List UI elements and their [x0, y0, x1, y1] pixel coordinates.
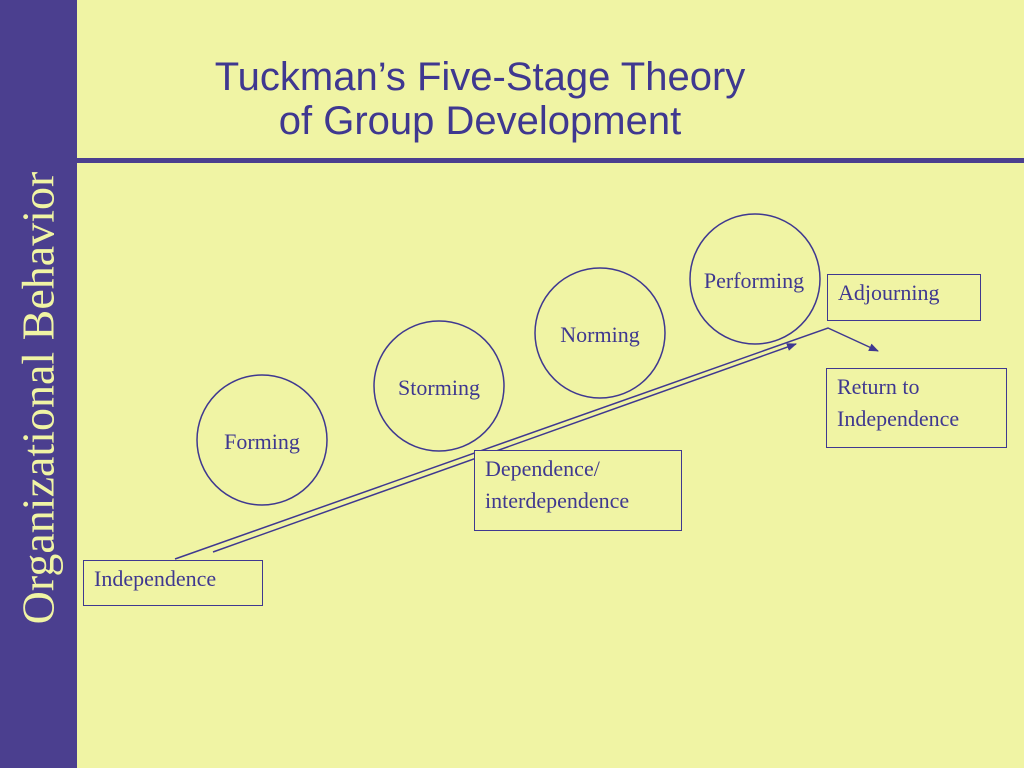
stage-label-storming: Storming: [398, 375, 480, 400]
title-divider: [77, 158, 1024, 163]
stage-circle-storming: [373, 320, 505, 452]
dependence-label-line-2: interdependence: [485, 488, 630, 513]
return-label-line-1: Return to: [837, 374, 920, 399]
title-line-2: of Group Development: [278, 99, 682, 143]
progression-line-inner: [212, 343, 797, 553]
dependence-interdependence-box: Dependence/ interdependence: [474, 450, 682, 531]
stage-label-norming: Norming: [560, 322, 640, 347]
independence-box: Independence: [83, 560, 263, 606]
return-label-line-2: Independence: [837, 406, 960, 431]
stage-label-forming: Forming: [224, 429, 300, 454]
stage-circle-norming: [534, 267, 666, 399]
title-line-1: Tuckman’s Five-Stage Theory: [214, 55, 746, 99]
sidebar-band: Organizational Behavior: [0, 0, 77, 768]
return-to-independence-box: Return to Independence: [826, 368, 1007, 448]
stage-circle-forming: [196, 374, 328, 506]
stage-label-performing: Performing: [703, 268, 805, 293]
progression-line-outer: [174, 327, 879, 560]
dependence-label-line-1: Dependence/: [485, 456, 600, 481]
independence-label: Independence: [94, 566, 217, 591]
stage-circle-performing: [689, 213, 821, 345]
adjourning-box: Adjourning: [827, 274, 981, 321]
page-title: Tuckman’s Five-Stage Theory of Group Dev…: [130, 55, 830, 143]
adjourning-label: Adjourning: [838, 280, 940, 305]
